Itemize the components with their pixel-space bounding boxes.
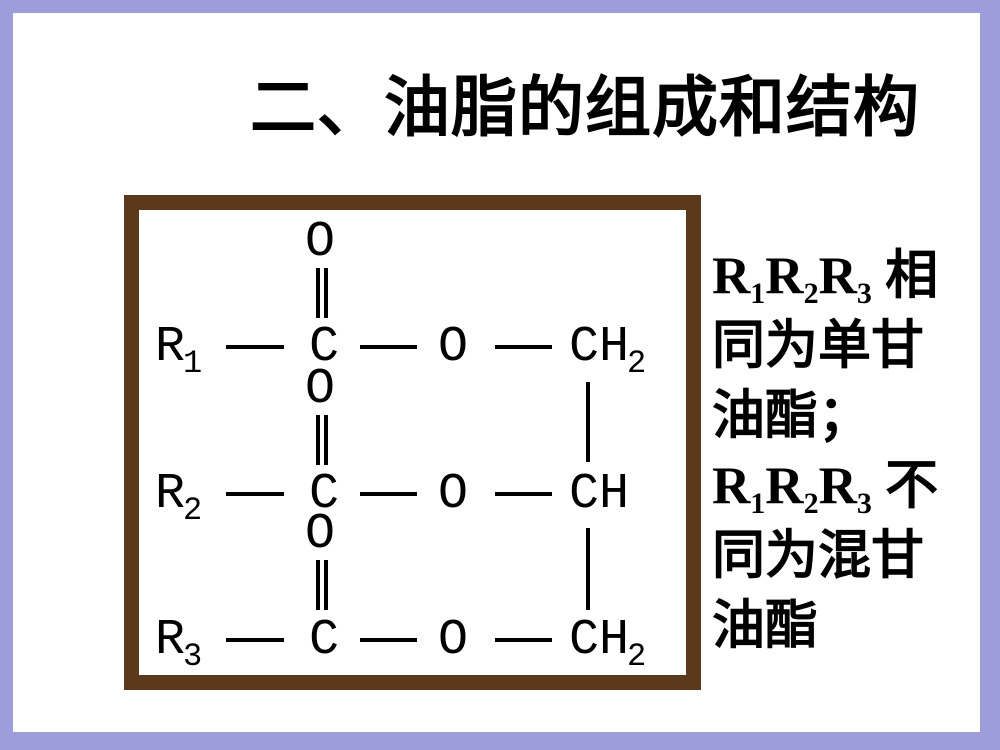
double-bond-3 [316,560,328,610]
annotation-block: R1R2R3 相 同为单甘 油酯； R1R2R3 不 同为混甘 油酯 [712,241,987,661]
backbone-group-2: CH [569,470,629,520]
carbonyl-carbon-3: C [309,612,340,669]
annotation-line-6: 油酯 [712,597,818,655]
acyl-group-3: R3 [155,616,204,673]
double-bond-2 [316,415,328,465]
bond-o-ch-3 [495,638,552,642]
carbonyl-carbon-2: C [309,466,340,523]
formula-r: R [818,247,857,305]
ch-subscript: 2 [627,345,647,382]
bond-c-o-1 [360,345,417,349]
carbonyl-oxygen-3: O [305,506,336,563]
r-label: R [155,612,186,669]
double-bond-1 [316,268,328,318]
backbone-bond-1-2 [586,382,590,462]
carbonyl-oxygen-2: O [305,361,336,418]
backbone-group-1: CH2 [569,323,648,380]
acyl-group-2: R2 [155,470,204,527]
ch-label: CH [569,612,630,669]
annotation-line-4: R1R2R3 不 [712,451,987,521]
annotation-text: 相 [871,247,939,305]
annotation-text: 不 [871,457,939,515]
annotation-line-3: 油酯； [712,387,871,445]
formula-r: R [765,247,804,305]
formula-sub: 3 [856,277,872,310]
bond-r1-c [226,345,284,349]
backbone-group-3: CH2 [569,616,648,673]
bond-c-o-3 [360,638,417,642]
formula-sub: 2 [803,487,819,520]
slide-title: 二、油脂的组成和结构 [250,70,920,144]
bond-o-ch-2 [495,492,552,496]
bond-r3-c [226,638,284,642]
r-subscript: 1 [183,345,203,382]
formula-sub: 1 [750,487,766,520]
annotation-line-5: 同为混甘 [712,527,924,585]
ch-subscript: 2 [627,638,647,675]
slide: 二、油脂的组成和结构 O R1 C O CH2 O R2 C O CH O R3… [13,13,980,732]
ester-oxygen-2: O [438,466,469,523]
bond-o-ch-1 [495,345,552,349]
r-label: R [155,466,186,523]
ester-oxygen-1: O [438,319,469,376]
ch-label: CH [569,466,630,523]
carbonyl-carbon-1: C [309,319,340,376]
ester-oxygen-3: O [438,612,469,669]
ch-label: CH [569,319,630,376]
r-subscript: 3 [183,638,203,675]
formula-sub: 1 [750,277,766,310]
carbonyl-oxygen-1: O [305,214,336,271]
formula-r: R [712,457,751,515]
r-label: R [155,319,186,376]
backbone-bond-2-3 [586,528,590,610]
formula-r: R [712,247,751,305]
r-subscript: 2 [183,492,203,529]
annotation-line-2: 同为单甘 [712,317,924,375]
bond-r2-c [226,492,284,496]
bond-c-o-2 [360,492,417,496]
formula-r: R [818,457,857,515]
formula-sub: 2 [803,277,819,310]
annotation-line-1: R1R2R3 相 [712,241,987,311]
structure-box: O R1 C O CH2 O R2 C O CH O R3 C O CH2 [124,195,701,690]
acyl-group-1: R1 [155,323,204,380]
formula-sub: 3 [856,487,872,520]
formula-r: R [765,457,804,515]
